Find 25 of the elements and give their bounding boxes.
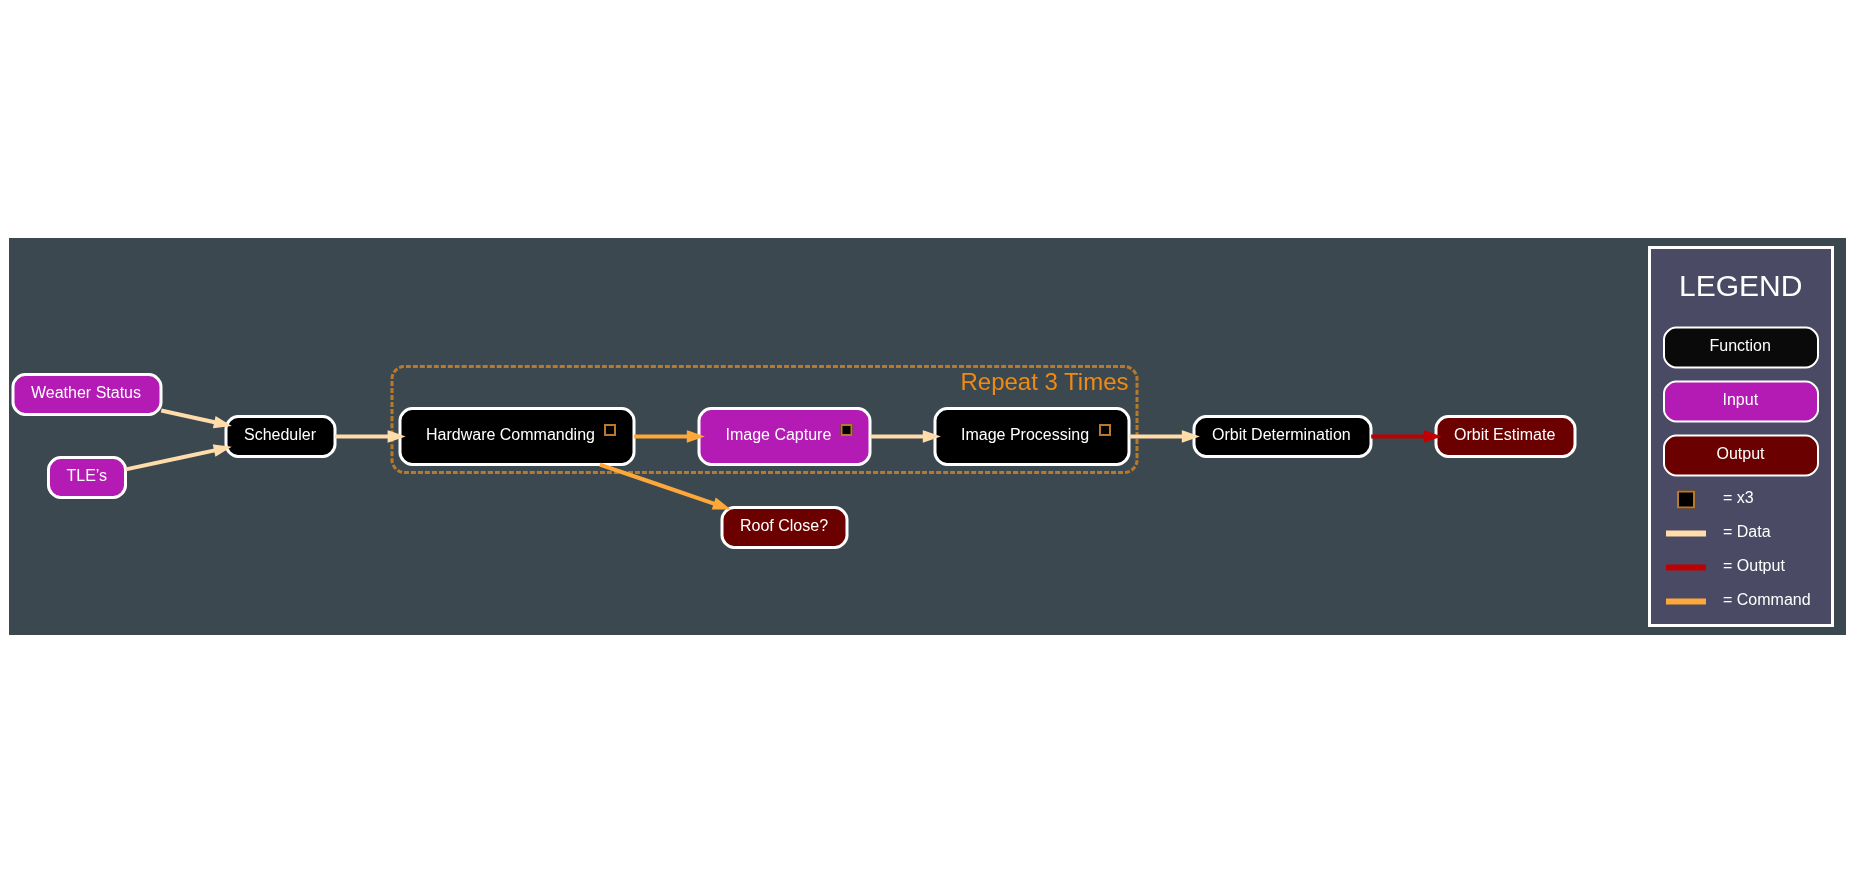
arrow: [160, 408, 232, 428]
legend-label: Output: [1716, 444, 1765, 462]
node-box: Image Capture: [697, 406, 872, 466]
arrow: [335, 429, 406, 443]
arrow: [125, 443, 232, 471]
arrow: [1371, 429, 1442, 443]
legend-label: = Command: [1723, 590, 1811, 608]
node-box: Scheduler: [224, 414, 337, 458]
node-box: Orbit Determination: [1192, 414, 1373, 458]
node-box: Weather Status: [11, 372, 163, 416]
arrow: [870, 429, 941, 443]
legend-label: = Data: [1723, 522, 1771, 540]
legend-label: Function: [1709, 336, 1771, 354]
legend-label: Input: [1722, 390, 1759, 408]
node-box: Hardware Commanding: [398, 406, 636, 466]
legend-label: = Output: [1723, 556, 1785, 574]
legend-label: = x3: [1723, 488, 1754, 506]
arrow: [599, 462, 731, 510]
node-box: Orbit Estimate: [1434, 414, 1577, 458]
node-box: Image Processing: [933, 406, 1131, 466]
arrow: [634, 429, 705, 443]
node-box: TLE’s: [47, 455, 127, 499]
node-box: Roof Close?: [720, 505, 849, 549]
arrow: [1129, 429, 1200, 443]
label: LEGEND: [1679, 268, 1803, 301]
